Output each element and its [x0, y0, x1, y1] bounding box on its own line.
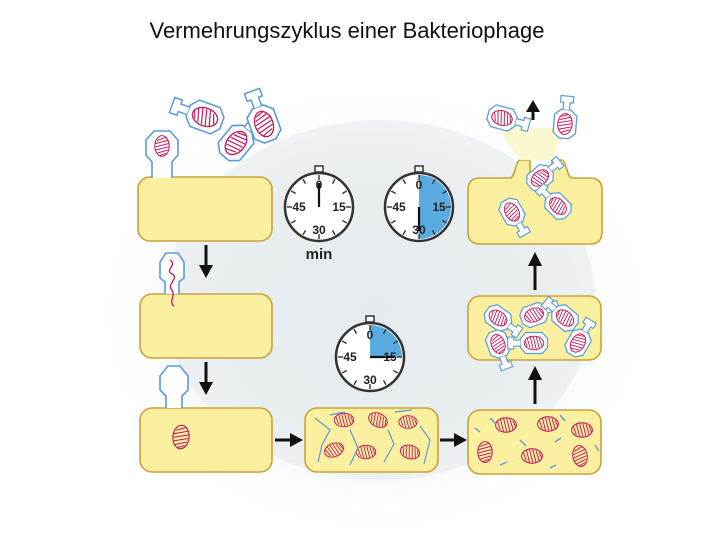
clock-label-left: 45 [343, 350, 357, 364]
clock-tick [442, 219, 448, 224]
clock-tick [353, 380, 358, 386]
replicating-dna [314, 409, 431, 466]
free-phage-1 [167, 92, 226, 136]
elapsed-wedge [419, 175, 451, 239]
clock-label-left: 45 [392, 200, 406, 214]
clock-tick [302, 230, 307, 236]
phage-injecting [159, 252, 185, 307]
cell-5 [467, 409, 602, 475]
diagram-title: Vermehrungszyklus einer Bakteriophage [149, 18, 545, 43]
clock-label-right: 15 [432, 200, 446, 214]
phage-attaching-1 [145, 130, 179, 178]
clock-tick [382, 380, 387, 386]
cell-1 [137, 176, 273, 242]
clock-tick [390, 190, 396, 195]
clock-tick [442, 190, 448, 195]
arrow-right-2 [440, 433, 467, 447]
clock-tick [341, 340, 347, 345]
clock-label-top: 0 [416, 178, 423, 192]
stopwatch-knob [414, 165, 424, 173]
cell-3 [139, 407, 273, 473]
clock-tick [331, 230, 336, 236]
clock-label-left: 45 [292, 200, 306, 214]
empty-phage-ghost [159, 365, 189, 408]
clock-tick [393, 340, 399, 345]
arrow-up-2 [528, 252, 542, 290]
clock-tick [382, 328, 387, 334]
arrow-up-1 [528, 366, 542, 404]
elapsed-wedge [370, 325, 402, 357]
clock-tick [342, 219, 348, 224]
clock-tick [431, 230, 436, 236]
clock-tick [390, 219, 396, 224]
clock-tick [402, 178, 407, 184]
clock-label-top: 0 [367, 328, 374, 342]
clock-tick [431, 178, 436, 184]
cell-2 [139, 293, 273, 359]
assembled-heads [474, 414, 600, 469]
arrow-up-3 [526, 100, 540, 120]
time-unit-label: min [306, 246, 333, 263]
clock-label-bottom: 30 [312, 223, 326, 237]
clock-tick [353, 328, 358, 334]
clock-tick [290, 190, 296, 195]
stopwatch-knob [314, 165, 324, 173]
cell-7-lysis [467, 128, 603, 245]
stopwatch-knob [365, 315, 375, 323]
clock-tick [331, 178, 336, 184]
clock-tick [341, 369, 347, 374]
clock-tick [393, 369, 399, 374]
clock-tick [402, 230, 407, 236]
clock-tick [342, 190, 348, 195]
stopwatch-0min: 0153045min [283, 165, 355, 263]
clock-label-bottom: 30 [363, 373, 377, 387]
clock-tick [290, 219, 296, 224]
clock-tick [302, 178, 307, 184]
clock-label-right: 15 [332, 200, 346, 214]
arrow-right-1 [275, 433, 303, 447]
